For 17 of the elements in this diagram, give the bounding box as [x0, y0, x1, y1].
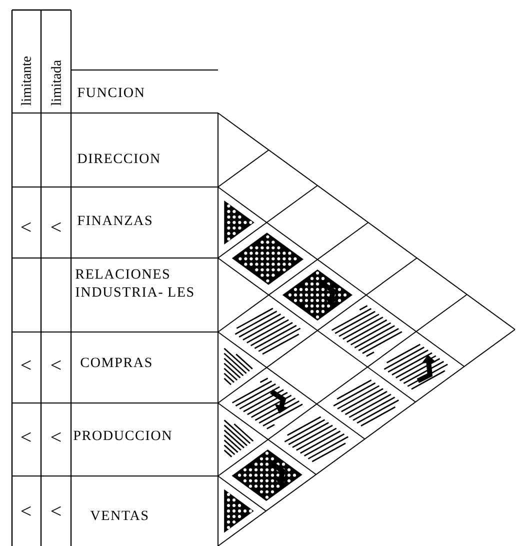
function-label: COMPRAS — [80, 358, 152, 368]
limit-mark: < — [21, 432, 31, 442]
column-heading: limitante — [21, 56, 31, 106]
limit-mark: < — [21, 222, 31, 232]
function-label: FUNCION — [78, 88, 144, 98]
function-label: FINANZAS — [78, 216, 152, 226]
function-label: DIRECCION — [78, 154, 160, 164]
function-label: VENTAS — [90, 510, 148, 520]
limit-mark: < — [21, 360, 31, 370]
function-label: PRODUCCION — [74, 430, 172, 440]
function-label: RELACIONES INDUSTRIA- LES — [76, 269, 194, 297]
column-heading: limitada — [51, 60, 61, 106]
limit-mark: < — [51, 222, 61, 232]
limit-mark: < — [21, 506, 31, 516]
limit-mark: < — [51, 432, 61, 442]
limit-mark: < — [51, 360, 61, 370]
limit-mark: < — [51, 506, 61, 516]
